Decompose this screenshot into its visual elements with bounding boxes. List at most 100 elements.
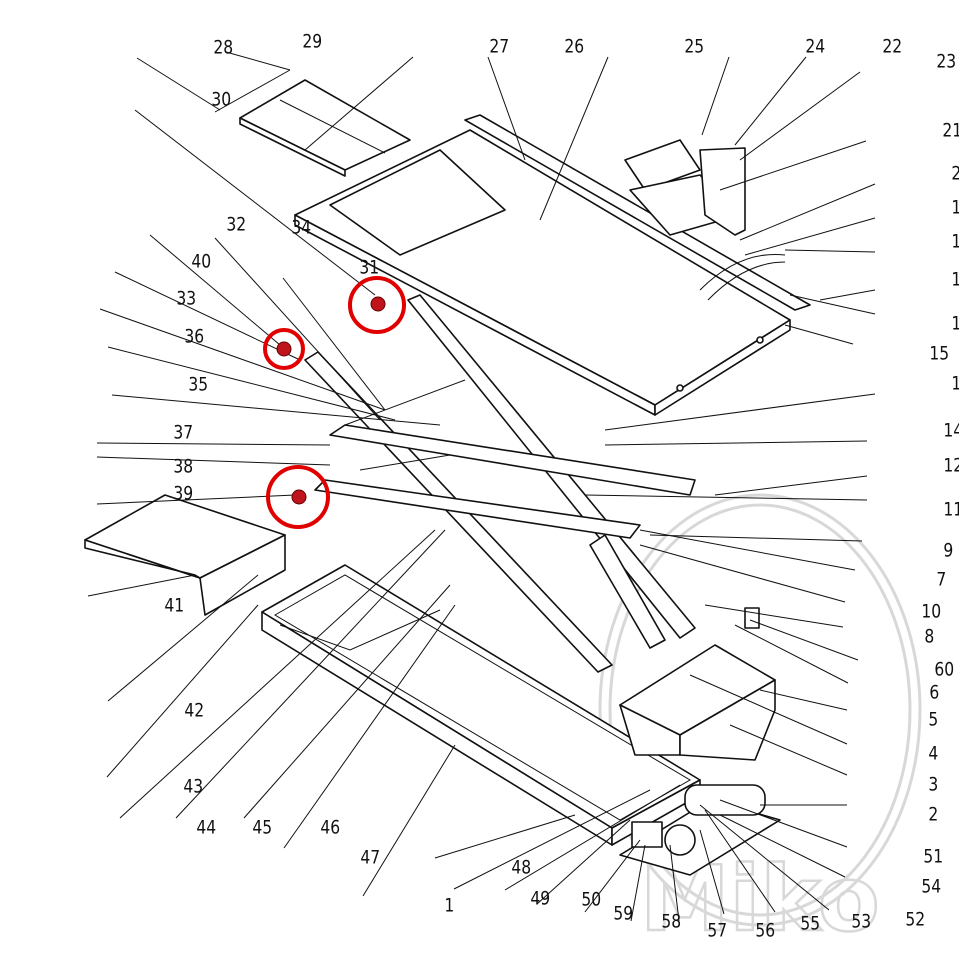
part-label-20: 20 <box>951 163 959 185</box>
part-label-34: 34 <box>291 217 311 239</box>
part-label-46: 46 <box>320 817 340 839</box>
part-label-28: 28 <box>213 37 233 59</box>
part-label-23: 23 <box>936 51 956 73</box>
leader-line-13 <box>604 393 876 431</box>
leader-line-59 <box>536 819 631 905</box>
part-label-13: 13 <box>951 373 959 395</box>
leader-line-29 <box>225 51 291 71</box>
part-label-51: 51 <box>923 846 943 868</box>
leader-line-34 <box>214 237 381 421</box>
part-label-58: 58 <box>661 911 681 933</box>
part-label-55: 55 <box>800 913 820 935</box>
leader-line-14 <box>604 440 868 446</box>
leader-line-30 <box>134 109 376 296</box>
leader-line-21 <box>719 140 867 191</box>
leader-line-41 <box>87 574 196 597</box>
part-label-40: 40 <box>191 251 211 273</box>
leader-line-10 <box>639 544 846 603</box>
leader-line-50 <box>504 784 681 891</box>
leader-line-56 <box>669 844 680 922</box>
part-label-38: 38 <box>173 456 193 478</box>
part-label-12: 12 <box>943 455 959 477</box>
leader-line-39 <box>96 494 296 505</box>
highlight-part-30[interactable] <box>348 276 406 334</box>
leader-line-47 <box>283 604 456 849</box>
leader-line-27 <box>304 56 414 151</box>
part-label-1: 1 <box>444 895 454 917</box>
leader-line-52 <box>699 804 830 911</box>
leader-line-11 <box>584 494 868 501</box>
leader-line-32 <box>149 234 281 346</box>
part-label-25: 25 <box>684 36 704 58</box>
leader-line-19 <box>744 217 876 256</box>
part-label-8: 8 <box>924 626 934 648</box>
part-label-18: 18 <box>951 231 959 253</box>
part-label-39: 39 <box>173 483 193 505</box>
leader-line-40 <box>114 271 301 361</box>
leader-lines <box>87 51 876 922</box>
scissor-arms <box>304 294 696 673</box>
leader-line-55 <box>699 829 725 915</box>
part-label-49: 49 <box>530 888 550 910</box>
part-labels: 1234567891011121314151617181920212223242… <box>164 31 959 942</box>
leader-line-9 <box>649 534 863 542</box>
part-label-21: 21 <box>942 120 959 142</box>
part-label-3: 3 <box>928 774 938 796</box>
part-label-11: 11 <box>943 499 959 521</box>
part-label-37: 37 <box>173 422 193 444</box>
part-label-14: 14 <box>943 420 959 442</box>
part-label-26: 26 <box>564 36 584 58</box>
leader-line-28 <box>136 57 221 111</box>
highlight-part-39[interactable] <box>266 465 330 529</box>
leader-line-8 <box>704 604 844 628</box>
part-label-33: 33 <box>176 288 196 310</box>
part-label-29: 29 <box>302 31 322 53</box>
leader-line-60 <box>749 619 859 661</box>
part-label-4: 4 <box>928 743 938 765</box>
leader-line-33 <box>99 308 386 411</box>
watermark-logo: Miko <box>598 493 922 953</box>
leader-line-48 <box>434 814 576 859</box>
part-label-15: 15 <box>929 343 949 365</box>
leader-line-43 <box>106 604 259 778</box>
leader-line-36 <box>107 346 396 421</box>
part-label-35: 35 <box>188 374 208 396</box>
part-label-7: 7 <box>936 569 946 591</box>
leader-line-15 <box>784 324 854 345</box>
part-label-53: 53 <box>851 911 871 933</box>
leader-line-20 <box>739 183 876 241</box>
part-label-6: 6 <box>929 682 939 704</box>
part-label-52: 52 <box>905 909 925 931</box>
leader-line-44 <box>119 529 436 819</box>
part-label-30: 30 <box>211 89 231 111</box>
leader-line-3 <box>729 724 848 776</box>
leader-line-58 <box>584 839 641 913</box>
leader-line-37 <box>96 442 331 446</box>
leader-line-17 <box>819 289 876 301</box>
leader-line-7 <box>639 529 856 571</box>
part-label-56: 56 <box>755 920 775 942</box>
leader-line-54 <box>719 814 846 878</box>
part-label-45: 45 <box>252 817 272 839</box>
part-label-36: 36 <box>184 326 204 348</box>
top-platform <box>294 114 811 416</box>
part-label-54: 54 <box>921 876 941 898</box>
leader-line-12 <box>714 475 868 496</box>
leader-line-38 <box>96 456 331 466</box>
part-label-47: 47 <box>360 847 380 869</box>
leader-line-1 <box>362 744 456 897</box>
part-label-9: 9 <box>943 540 953 562</box>
highlight-part-32[interactable] <box>263 328 305 370</box>
leader-line-16 <box>789 294 876 315</box>
wheel-clamp <box>624 139 786 301</box>
leader-line-26 <box>487 56 526 161</box>
leader-line-18 <box>784 249 876 253</box>
leader-line-57 <box>630 844 646 922</box>
part-label-24: 24 <box>805 36 825 58</box>
part-label-41: 41 <box>164 595 184 617</box>
leader-line-45 <box>175 529 446 819</box>
leader-line-49 <box>453 789 651 890</box>
front-cover-plate <box>214 69 411 177</box>
part-label-10: 10 <box>921 601 941 623</box>
